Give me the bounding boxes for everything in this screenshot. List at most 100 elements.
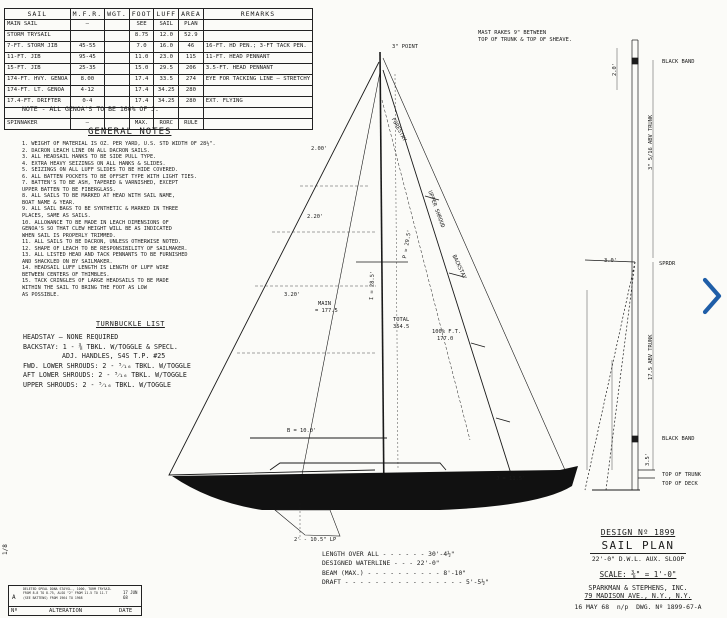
total-area-value: 354.5 [393, 324, 410, 330]
mast-rake-note: MAST RAKES 9" BETWEEN [478, 30, 547, 36]
upper-shroud [381, 99, 471, 441]
spreader-profile [584, 259, 636, 263]
cabin-house [269, 462, 447, 471]
black-band-top [631, 57, 639, 65]
next-image-button[interactable] [697, 271, 727, 321]
jib-base-label: J = 11.5' [496, 476, 526, 482]
black-band-top-label: BLACK BAND [662, 59, 695, 65]
drawing-scale: SCALE: ⅜" = 1'-0" [599, 570, 677, 579]
genoa-outline [168, 61, 380, 476]
general-note-line: 14. HEADSAIL LUFF LENGTH IS LENGTH OF LU… [22, 265, 169, 272]
backstay [382, 57, 566, 471]
turnbuckle-title: TURNBUCKLE LIST [96, 320, 165, 328]
general-note-line: GENOA'S SO THAT CLEW HEIGHT WILL BE AS I… [22, 226, 172, 233]
general-note-line: AS POSSIBLE. [22, 291, 60, 298]
mast-rake-note-2: TOP OF TRUNK & TOP OF SHEAVE. [478, 37, 573, 43]
drawing-number: DWG. Nº 1899-67-A [636, 603, 702, 611]
general-note-line: 13. ALL LISTED HEAD AND TACK PENNANTS TO… [22, 252, 188, 259]
black-band-bottom [631, 435, 639, 443]
keel [274, 509, 341, 537]
firm-name: SPARKMAN & STEPHENS, INC. [588, 584, 688, 592]
drawing-date: 16 MAY 68 [574, 603, 610, 611]
sail-table-cell [104, 118, 130, 130]
draft-dimension: DRAFT - - - - - - - - - - - - - - - - 5'… [322, 578, 489, 586]
top-of-deck-label: TOP OF DECK [662, 481, 698, 487]
general-note-line: AND SHACKLED ON BY SAILMAKER. [22, 258, 113, 265]
batten [424, 195, 440, 201]
alteration-col-alt: ALTERATION [49, 608, 83, 614]
batten-label: 2.00' [311, 146, 328, 152]
turnbuckle-line: FWD. LOWER SHROUDS: 2 - ⁵⁄₁₆ TBKL. W/TOG… [23, 361, 191, 370]
shroud-profile [584, 261, 636, 491]
alteration-block: A DELETED SPEAL DONA STAYSL., 1000, TORM… [8, 585, 142, 616]
sail-table-cell: MAX. [128, 118, 155, 130]
spreader-label: SPRDR [659, 261, 676, 267]
principal-dimensions: LENGTH OVER ALL - - - - - - 30'-4½" DESI… [322, 550, 489, 587]
main-area-value: = 177.5 [315, 308, 338, 314]
general-note-line: 8. ALL SAILS TO BE MARKED AT HEAD WITH S… [22, 193, 176, 200]
firm-address: 79 MADISON AVE., N.Y., N.Y. [584, 592, 692, 600]
turnbuckle-line: UPPER SHROUDS: 2 - ⁵⁄₁₆ TBKL. W/TOGGLE [23, 380, 171, 389]
spreader-dimension: 3.0' [604, 258, 617, 264]
sail-table-header: SAIL M.F.R. WGT. FOOT LUFF AREA REMARKS [4, 8, 314, 20]
general-note-line: 1. WEIGHT OF MATERIAL IS OZ. PER YARD, U… [22, 141, 216, 147]
general-note-line: 6. ALL BATTEN POCKETS TO BE OFFSET TYPE … [22, 173, 197, 180]
general-note-line: BOAT NAME & YEAR. [22, 199, 76, 206]
design-number: DESIGN Nº 1899 [600, 528, 676, 537]
general-note-line: 5. SEIZINGS ON ALL LUFF SLIDES TO BE HID… [22, 167, 179, 174]
general-note-line: 10. ALLOWANCE TO BE MADE IN LEACH DIMENS… [22, 219, 169, 226]
batten [495, 417, 511, 423]
general-notes-title: GENERAL NOTES [88, 127, 172, 137]
total-area-label: TOTAL [393, 317, 410, 323]
alteration-text: DELETED SPEAL DONA STAYSL., 1000, TORM T… [23, 587, 112, 600]
black-band-bottom-label: BLACK BAND [662, 436, 695, 442]
turnbuckle-line: AFT LOWER SHROUDS: 2 - ⁵⁄₁₆ TBKL. W/TOGG… [23, 371, 187, 380]
drawing-subtitle: 22'-0" D.W.L. AUX. SLOOP [590, 553, 686, 563]
dimension-label: 3.5' [645, 453, 651, 466]
drawn-by: n/p [616, 603, 629, 611]
mast-top-dimension: 3" POINT [392, 44, 418, 50]
sail-table-cell: SPINNAKER [4, 118, 71, 130]
batten-label: 3.20' [284, 292, 301, 298]
loa-dimension: LENGTH OVER ALL - - - - - - 30'-4½" [322, 551, 455, 558]
general-note-line: 11. ALL SAILS TO BE DACRON, UNLESS OTHER… [22, 239, 182, 246]
sail-table-cell [202, 118, 314, 130]
dimension-label: 2.0' [612, 63, 618, 76]
margin-note: 1/8 [2, 544, 9, 555]
batten [448, 272, 465, 278]
foretriangle-pct-label: 100% F.T. [432, 329, 462, 335]
general-notes-list: 1. WEIGHT OF MATERIAL IS OZ. PER YARD, U… [22, 141, 237, 298]
table-note: NOTE - ALL GENOA'S TO BE 160% OF J. [22, 105, 159, 113]
drawing-title: SAIL PLAN [601, 539, 675, 552]
general-note-line: WITHIN THE SAIL TO BRING THE FOOT AS LOW [22, 285, 147, 292]
general-note-line: 4. EXTRA HEAVY SEIZINGS ON ALL HANKS & S… [22, 160, 166, 167]
general-note-line: WHEN SAIL IS PROPERLY TRIMMED. [22, 232, 116, 239]
mast [379, 51, 385, 501]
general-note-line: 12. SHAPE OF LEACH TO BE RESPONSIBILITY … [22, 245, 188, 252]
batten-label: 2.20' [307, 214, 324, 220]
sail-table-cell: RULE [178, 118, 204, 130]
alteration-date: 17 JUN 68 [123, 590, 138, 600]
mast-section-label: 3" 5/16 ABV TRUNK [648, 114, 654, 170]
beam-dimension: BEAM (MAX.) - - - - - - - - - - 8'-10" [322, 569, 467, 577]
sail-table-row [4, 107, 314, 119]
sail-table-cell: 11.0 [128, 52, 155, 64]
sail-table-cell: 8.00 [69, 74, 106, 86]
forestay [299, 71, 381, 486]
alteration-letter: A [12, 594, 16, 601]
top-of-trunk-label: TOP OF TRUNK [662, 472, 701, 478]
turnbuckle-line: HEADSTAY — NONE REQUIRED [23, 333, 119, 341]
sail-table-cell: — [69, 118, 106, 130]
sail-table-cell: RORC [153, 118, 180, 130]
turnbuckle-line: ADJ. HANDLES, S4S T.P. #25 [62, 352, 166, 361]
